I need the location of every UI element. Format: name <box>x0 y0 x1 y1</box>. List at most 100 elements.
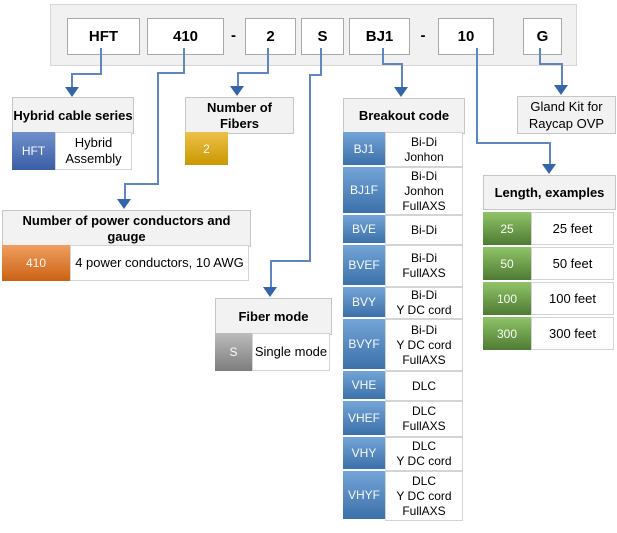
length-code-cell: 300 <box>483 317 531 350</box>
series-code-cell: HFT <box>12 132 55 170</box>
segment-series-code: HFT <box>67 18 140 55</box>
connector-fibers-line <box>237 72 269 74</box>
segment-length-code: 10 <box>438 18 494 55</box>
length-row: 100 100 feet <box>483 282 614 315</box>
arrow-down-icon <box>542 164 556 174</box>
segment-gland-code: G <box>523 18 562 55</box>
connector-gland-line <box>539 48 541 65</box>
connector-fiber-mode-line <box>270 262 272 287</box>
connector-length-line <box>476 142 551 144</box>
breakout-row: BVEF Bi-Di FullAXS <box>343 245 463 287</box>
fiber-mode-code-cell: S <box>215 333 252 371</box>
breakout-table: BJ1 Bi-Di Jonhon BJ1F Bi-Di Jonhon FullA… <box>343 132 463 521</box>
length-desc-cell: 100 feet <box>531 282 614 315</box>
connector-power-line <box>124 185 126 199</box>
connector-fibers-line <box>237 74 239 86</box>
breakout-desc-cell: DLC <box>385 371 463 401</box>
segment-breakout-code: BJ1 <box>349 18 410 55</box>
arrow-down-icon <box>117 199 131 209</box>
length-row: 300 300 feet <box>483 317 614 350</box>
arrow-down-icon <box>394 87 408 97</box>
breakout-code-cell: VHYF <box>343 471 385 521</box>
segment-fiber-count: 2 <box>245 18 296 55</box>
breakout-code-cell: BVE <box>343 215 385 245</box>
gland-kit-box: Gland Kit for Raycap OVP <box>517 96 616 134</box>
length-desc-cell: 25 feet <box>531 212 614 245</box>
length-row: 25 25 feet <box>483 212 614 245</box>
length-desc-cell: 300 feet <box>531 317 614 350</box>
length-code-cell: 50 <box>483 247 531 280</box>
breakout-code-cell: VHEF <box>343 401 385 437</box>
series-header: Hybrid cable series <box>12 97 134 134</box>
series-desc-cell: Hybrid Assembly <box>55 132 132 170</box>
connector-fiber-mode-line <box>320 48 322 76</box>
connector-fibers-line <box>267 48 269 74</box>
series-row: HFT Hybrid Assembly <box>12 132 132 170</box>
fibers-header: Number of Fibers <box>185 97 294 134</box>
power-desc-cell: 4 power conductors, 10 AWG <box>70 245 249 281</box>
connector-series-line <box>71 75 73 87</box>
power-header: Number of power conductors and gauge <box>2 210 251 247</box>
connector-series-line <box>71 73 102 75</box>
breakout-header: Breakout code <box>343 98 465 134</box>
length-code-cell: 25 <box>483 212 531 245</box>
power-code-cell: 410 <box>2 245 70 281</box>
breakout-row: VHY DLC Y DC cord <box>343 437 463 471</box>
breakout-row: BJ1F Bi-Di Jonhon FullAXS <box>343 167 463 215</box>
breakout-desc-cell: DLC Y DC cord <box>385 437 463 471</box>
breakout-desc-cell: Bi-Di Jonhon <box>385 132 463 167</box>
connector-breakout-line <box>382 63 403 65</box>
segment-fiber-mode: S <box>301 18 344 55</box>
fiber-mode-desc-cell: Single mode <box>252 333 330 371</box>
arrow-down-icon <box>65 87 79 97</box>
connector-fiber-mode-line <box>309 74 322 76</box>
breakout-code-cell: VHE <box>343 371 385 401</box>
fibers-code-cell: 2 <box>185 132 228 165</box>
connector-fiber-mode-line <box>270 260 311 262</box>
arrow-down-icon <box>230 86 244 96</box>
connector-breakout-line <box>382 48 384 65</box>
breakout-code-cell: BVEF <box>343 245 385 287</box>
breakout-row: VHEF DLC FullAXS <box>343 401 463 437</box>
connector-gland-line <box>539 63 563 65</box>
arrow-down-icon <box>554 85 568 95</box>
connector-power-line <box>183 48 185 74</box>
breakout-code-cell: BJ1 <box>343 132 385 167</box>
breakout-row: VHE DLC <box>343 371 463 401</box>
connector-fiber-mode-line <box>309 76 311 262</box>
breakout-code-cell: VHY <box>343 437 385 471</box>
arrow-down-icon <box>263 287 277 297</box>
connector-gland-line <box>561 65 563 85</box>
fiber-mode-row: S Single mode <box>215 333 330 371</box>
breakout-desc-cell: Bi-Di Jonhon FullAXS <box>385 167 463 215</box>
connector-length-line <box>476 48 478 144</box>
part-number-bar: HFT 410 - 2 S BJ1 - 10 G <box>50 4 577 66</box>
breakout-desc-cell: DLC FullAXS <box>385 401 463 437</box>
length-row: 50 50 feet <box>483 247 614 280</box>
length-desc-cell: 50 feet <box>531 247 614 280</box>
segment-dash-2: - <box>420 27 426 44</box>
breakout-desc-cell: Bi-Di <box>385 215 463 245</box>
breakout-row: VHYF DLC Y DC cord FullAXS <box>343 471 463 521</box>
power-row: 410 4 power conductors, 10 AWG <box>2 245 249 281</box>
breakout-desc-cell: Bi-Di Y DC cord <box>385 287 463 319</box>
breakout-desc-cell: DLC Y DC cord FullAXS <box>385 471 463 521</box>
breakout-desc-cell: Bi-Di FullAXS <box>385 245 463 287</box>
breakout-row: BJ1 Bi-Di Jonhon <box>343 132 463 167</box>
connector-breakout-line <box>401 65 403 87</box>
length-table: 25 25 feet 50 50 feet 100 100 feet 300 3… <box>483 212 614 352</box>
segment-power-code: 410 <box>147 18 224 55</box>
breakout-row: BVY Bi-Di Y DC cord <box>343 287 463 319</box>
connector-length-line <box>549 144 551 164</box>
segment-dash-1: - <box>231 27 236 44</box>
breakout-code-cell: BVYF <box>343 319 385 371</box>
breakout-code-cell: BJ1F <box>343 167 385 215</box>
breakout-row: BVYF Bi-Di Y DC cord FullAXS <box>343 319 463 371</box>
connector-series-line <box>100 48 102 75</box>
connector-power-line <box>124 183 159 185</box>
connector-power-line <box>157 72 185 74</box>
connector-power-line <box>157 74 159 185</box>
breakout-row: BVE Bi-Di <box>343 215 463 245</box>
breakout-code-cell: BVY <box>343 287 385 319</box>
